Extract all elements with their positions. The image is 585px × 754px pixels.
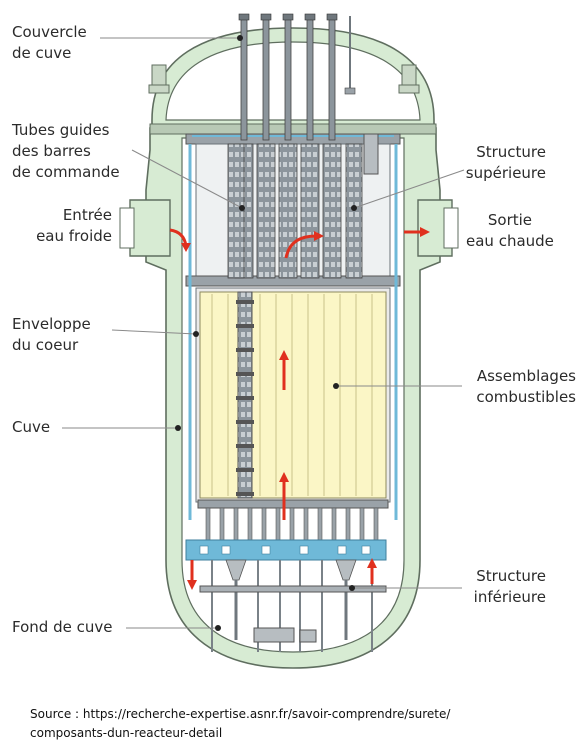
drive-shaft bbox=[284, 15, 292, 141]
label-enveloppe-line2: du coeur bbox=[12, 336, 79, 354]
label-fond-line1: Fond de cuve bbox=[12, 618, 113, 636]
lower-support-plate bbox=[185, 539, 387, 561]
label-tubes-line2: des barres bbox=[12, 142, 91, 160]
head-stud-left bbox=[151, 64, 167, 88]
label-tubes-guides: Tubes guides des barres de commande bbox=[12, 120, 120, 183]
label-sortie-line2: eau chaude bbox=[466, 232, 554, 250]
label-structure-inf-line2: inférieure bbox=[473, 588, 546, 606]
label-tubes-line1: Tubes guides bbox=[12, 121, 110, 139]
label-structure-sup-line1: Structure bbox=[476, 143, 546, 161]
guide-tube bbox=[278, 143, 298, 279]
label-enveloppe: Enveloppe du coeur bbox=[12, 314, 91, 356]
label-sortie: Sortie eau chaude bbox=[466, 210, 554, 252]
label-structure-inf-line1: Structure bbox=[476, 567, 546, 585]
source-line1: Source : https://recherche-expertise.asn… bbox=[30, 707, 451, 721]
drive-shaft bbox=[306, 15, 314, 141]
label-structure-superieure: Structure supérieure bbox=[440, 142, 546, 184]
guide-tube bbox=[322, 143, 342, 279]
label-structure-sup-line2: supérieure bbox=[465, 164, 546, 182]
drive-shaft bbox=[328, 15, 336, 141]
head-stud-right bbox=[401, 64, 417, 88]
label-enveloppe-line1: Enveloppe bbox=[12, 315, 91, 333]
inlet-nozzle bbox=[129, 199, 171, 257]
fuel-assemblies bbox=[199, 291, 387, 499]
label-couvercle-line2: de cuve bbox=[12, 44, 72, 62]
leader-dots bbox=[175, 35, 357, 631]
coolant-flow-arrows bbox=[169, 227, 430, 590]
label-structure-inferieure: Structure inférieure bbox=[446, 566, 546, 608]
label-assemblages: Assemblages combustibles bbox=[446, 366, 576, 408]
label-couvercle: Couvercle de cuve bbox=[12, 22, 87, 64]
lower-structure bbox=[185, 499, 389, 652]
reactor-core bbox=[195, 287, 391, 503]
drive-shaft bbox=[240, 15, 248, 141]
label-cuve-line1: Cuve bbox=[12, 418, 51, 436]
label-cuve: Cuve bbox=[12, 417, 50, 438]
label-entree: Entrée eau froide bbox=[28, 205, 112, 247]
source-caption: Source : https://recherche-expertise.asn… bbox=[30, 705, 450, 743]
label-assemblages-line2: combustibles bbox=[476, 388, 576, 406]
source-line2: composants-dun-reacteur-detail bbox=[30, 726, 223, 740]
label-sortie-line1: Sortie bbox=[487, 211, 533, 229]
label-couvercle-line1: Couvercle bbox=[12, 23, 87, 41]
flow-arrow-outlet-curve bbox=[284, 234, 317, 259]
label-entree-line1: Entrée bbox=[62, 206, 112, 224]
drive-shaft bbox=[262, 15, 270, 141]
label-tubes-line3: de commande bbox=[12, 163, 120, 181]
label-fond-de-cuve: Fond de cuve bbox=[12, 617, 112, 638]
guide-tube bbox=[227, 143, 245, 279]
label-assemblages-line1: Assemblages bbox=[476, 367, 576, 385]
vessel-flange bbox=[149, 123, 437, 135]
guide-tube bbox=[256, 143, 276, 279]
leader-lines bbox=[62, 37, 465, 629]
guide-tube bbox=[300, 143, 320, 279]
label-entree-line2: eau froide bbox=[36, 227, 112, 245]
